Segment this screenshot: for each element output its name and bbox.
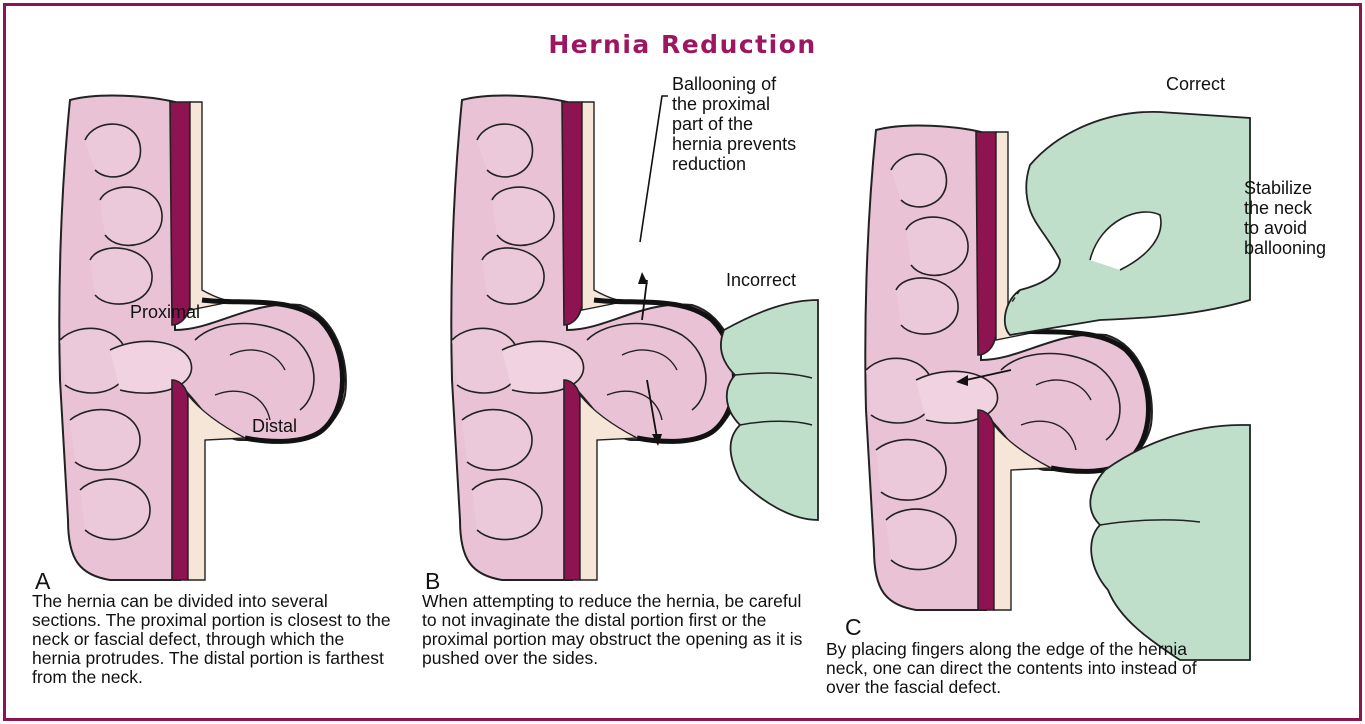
panel-letter-c: C [845, 614, 862, 641]
caption-c: By placing fingers along the edge of the… [826, 640, 1226, 697]
callout-stabilize: Stabilize the neck to avoid ballooning [1244, 178, 1354, 258]
label-distal: Distal [252, 416, 297, 436]
callout-ballooning: Ballooning of the proximal part of the h… [672, 74, 832, 174]
caption-a: The hernia can be divided into several s… [32, 592, 392, 687]
label-incorrect: Incorrect [726, 270, 796, 290]
label-proximal: Proximal [130, 302, 200, 322]
panel-a-illustration [59, 96, 346, 580]
caption-b: When attempting to reduce the hernia, be… [422, 592, 817, 668]
hand-correct-upper [1005, 112, 1250, 335]
label-correct: Correct [1166, 74, 1225, 94]
callout-b-leader [640, 96, 668, 242]
hand-incorrect [721, 300, 818, 520]
